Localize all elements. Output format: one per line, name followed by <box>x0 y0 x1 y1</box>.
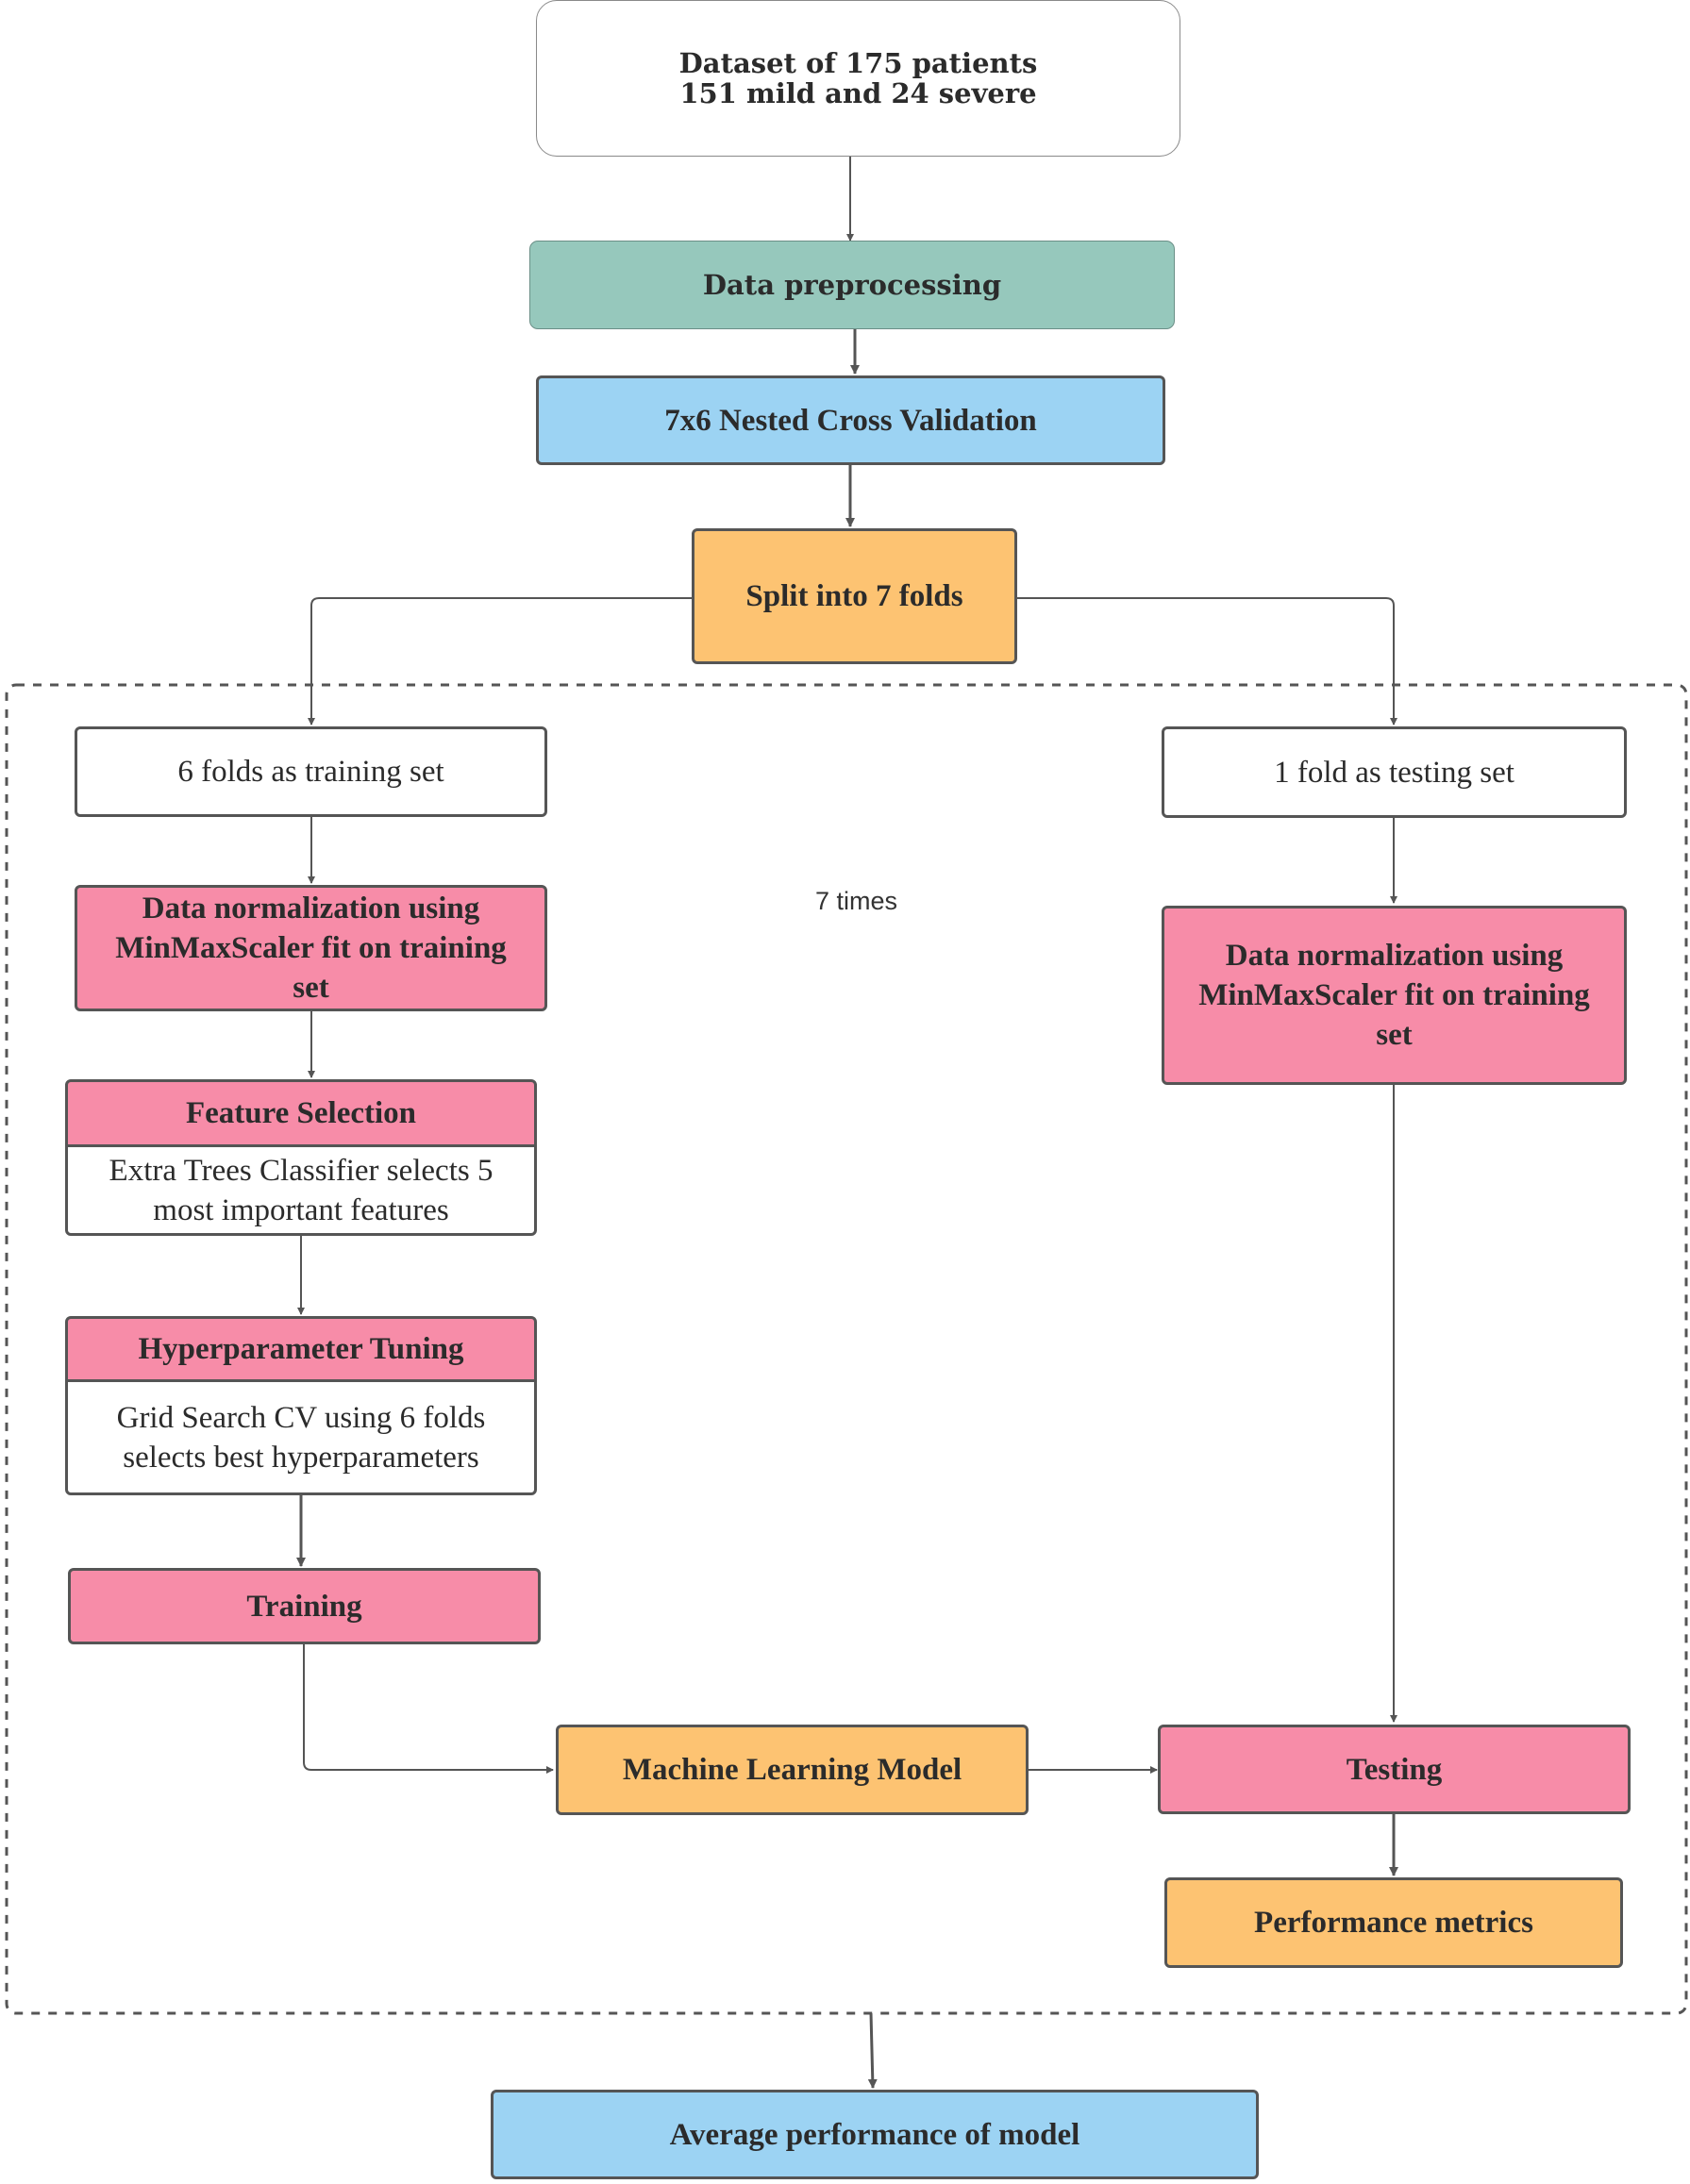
training-box: Training <box>68 1568 541 1644</box>
loop-container <box>5 683 1688 2015</box>
nested-cv-box: 7x6 Nested Cross Validation <box>536 375 1165 465</box>
performance-metrics-box: Performance metrics <box>1164 1877 1623 1968</box>
feature-selection-description: Extra Trees Classifier selects 5 most im… <box>65 1144 537 1236</box>
hyperparameter-tuning-description: Grid Search CV using 6 folds selects bes… <box>65 1379 537 1495</box>
normalization-train-box: Data normalization using MinMaxScaler fi… <box>75 885 547 1011</box>
testing-box: Testing <box>1158 1725 1631 1814</box>
average-performance-box: Average performance of model <box>491 2090 1259 2179</box>
testing-set-box: 1 fold as testing set <box>1162 726 1627 818</box>
feature-selection-title: Feature Selection <box>65 1079 537 1147</box>
arrow-split-to-training-set <box>308 597 692 725</box>
hyperparameter-tuning-title: Hyperparameter Tuning <box>65 1316 537 1382</box>
preprocessing-box: Data preprocessing <box>529 241 1175 329</box>
ml-model-box: Machine Learning Model <box>556 1725 1029 1815</box>
normalization-test-box: Data normalization using MinMaxScaler fi… <box>1162 906 1627 1085</box>
split-box: Split into 7 folds <box>692 528 1017 664</box>
arrow-split-to-testing-set <box>1017 597 1397 725</box>
training-set-box: 6 folds as training set <box>75 726 547 817</box>
arrow-training-to-model <box>303 1644 554 1774</box>
loop-label: 7 times <box>815 887 898 915</box>
arrow-loop-to-average <box>867 2012 878 2089</box>
dataset-box: Dataset of 175 patients 151 mild and 24 … <box>536 0 1180 157</box>
